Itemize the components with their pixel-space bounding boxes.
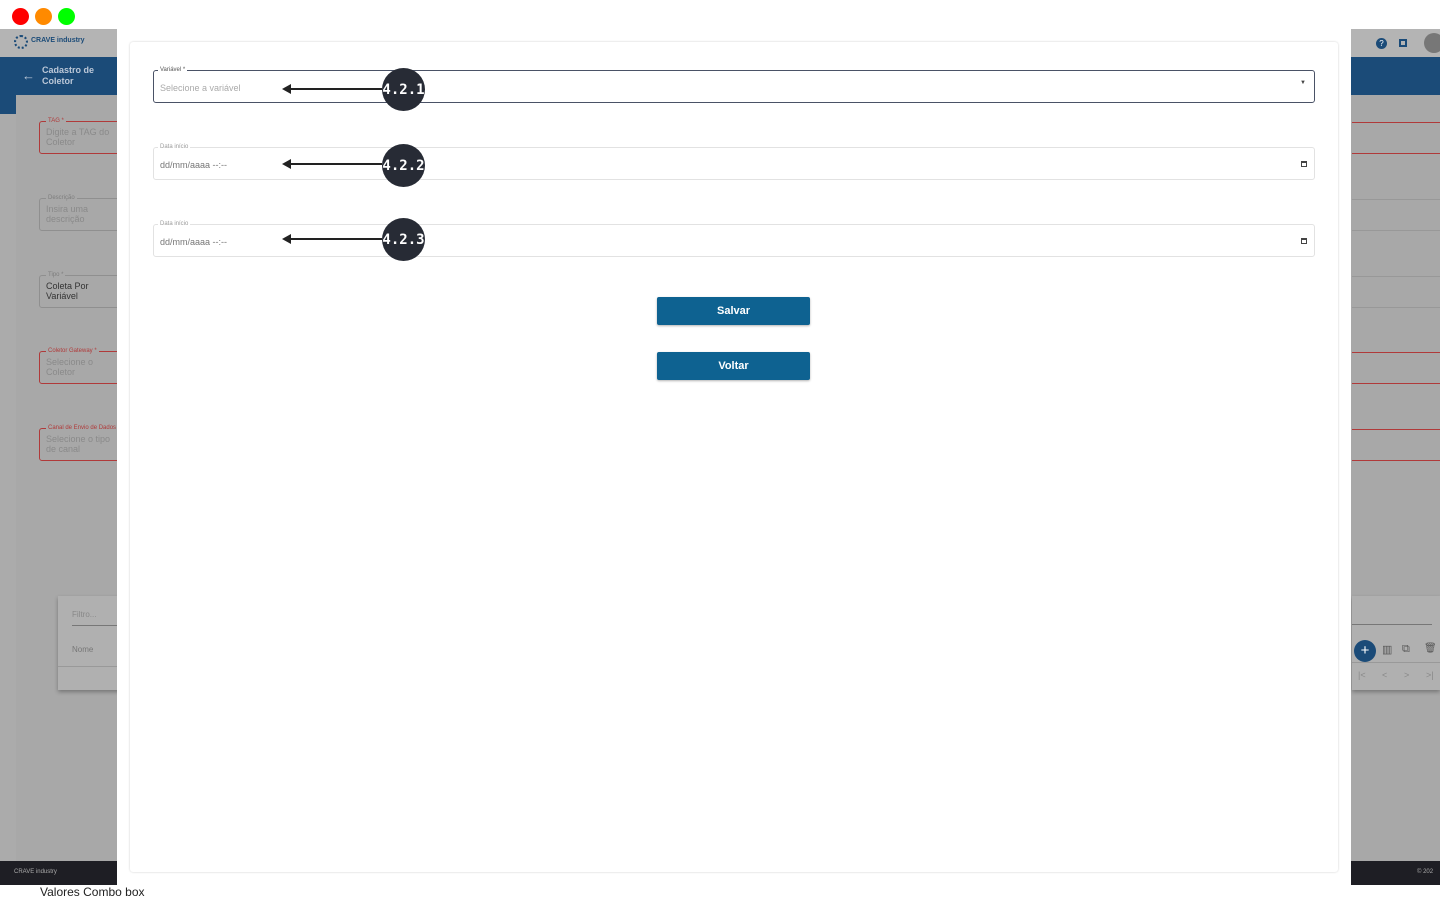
callout-line: [286, 163, 382, 165]
bottom-caption: Valores Combo box: [40, 885, 145, 899]
description-placeholder: Insira uma descrição: [46, 204, 89, 224]
logo-text: CRAVE industry: [31, 37, 85, 44]
callout-badge: 4.2.1: [382, 68, 425, 111]
next-page-button[interactable]: >: [1404, 670, 1410, 680]
field-border: [1352, 460, 1440, 461]
prev-page-button[interactable]: <: [1382, 670, 1388, 680]
delete-icon[interactable]: 🗑: [1424, 643, 1437, 654]
header-tab: [0, 95, 16, 114]
copy-icon[interactable]: ⧉: [1402, 643, 1410, 655]
channel-placeholder: Selecione o tipo de canal: [46, 434, 111, 454]
start-date-input[interactable]: [153, 147, 1315, 180]
description-label: Descrição: [46, 195, 77, 201]
type-label: Tipo *: [46, 272, 66, 278]
start-date-placeholder: dd/mm/aaaa --:--: [160, 160, 228, 170]
excel-export-icon[interactable]: ▥: [1382, 644, 1393, 656]
help-icon[interactable]: ?: [1376, 38, 1387, 49]
field-border: [1352, 122, 1440, 123]
table-card-right: + ▥ ⧉ 🗑 |< < > >|: [1352, 596, 1440, 690]
divider: [1352, 662, 1440, 663]
page-title: Cadastro de Coletor: [42, 65, 95, 86]
add-button[interactable]: +: [1354, 640, 1376, 662]
channel-label: Canal de Envio de Dados: [46, 425, 119, 431]
end-date-placeholder: dd/mm/aaaa --:--: [160, 237, 228, 247]
variable-placeholder: Selecione a variável: [160, 83, 241, 93]
fullscreen-icon[interactable]: [1399, 39, 1407, 47]
callout-badge: 4.2.3: [382, 218, 425, 261]
end-date-input[interactable]: [153, 224, 1315, 257]
start-date-label: Data início: [158, 144, 191, 150]
maximize-window-button[interactable]: [58, 8, 75, 25]
bottom-strip: Valores Combo box: [0, 885, 1440, 900]
footer-logo: CRAVE industry: [14, 869, 57, 875]
divider: [58, 666, 138, 667]
chevron-down-icon[interactable]: ▼: [1300, 80, 1306, 86]
save-button[interactable]: Salvar: [657, 297, 810, 325]
field-border: [1352, 276, 1440, 277]
window-titlebar: [0, 0, 1440, 29]
copyright: © 202: [1417, 869, 1434, 875]
filter-underline: [72, 625, 138, 626]
calendar-icon[interactable]: [1301, 161, 1307, 167]
callout-badge: 4.2.2: [382, 144, 425, 187]
tag-label: TAG *: [46, 118, 66, 124]
calendar-icon[interactable]: [1301, 238, 1307, 244]
tag-placeholder: Digite a TAG do Coletor: [46, 127, 110, 147]
modal-card: [130, 42, 1338, 872]
filter-underline: [1352, 624, 1432, 625]
avatar[interactable]: [1424, 33, 1440, 53]
field-border: [1352, 153, 1440, 154]
type-value: Coleta Por Variável: [46, 281, 89, 301]
minimize-window-button[interactable]: [35, 8, 52, 25]
column-header-nome[interactable]: Nome: [72, 645, 94, 654]
variable-label: Variável *: [158, 67, 188, 73]
gateway-label: Coletor Gateway *: [46, 348, 99, 354]
first-page-button[interactable]: |<: [1358, 670, 1366, 680]
callout-line: [286, 88, 382, 90]
field-border: [1352, 383, 1440, 384]
field-border: [1352, 429, 1440, 430]
field-border: [1352, 352, 1440, 353]
field-border: [1352, 230, 1440, 231]
logo-icon: [14, 35, 28, 49]
variable-select[interactable]: [153, 70, 1315, 103]
last-page-button[interactable]: >|: [1426, 670, 1434, 680]
gateway-placeholder: Selecione o Coletor: [46, 357, 94, 377]
field-border: [1352, 199, 1440, 200]
field-border: [1352, 307, 1440, 308]
back-arrow-icon[interactable]: ←: [22, 68, 35, 83]
filter-input[interactable]: Filtro...: [72, 610, 97, 619]
back-button[interactable]: Voltar: [657, 352, 810, 380]
end-date-label: Data início: [158, 221, 191, 227]
callout-line: [286, 238, 382, 240]
close-window-button[interactable]: [12, 8, 29, 25]
